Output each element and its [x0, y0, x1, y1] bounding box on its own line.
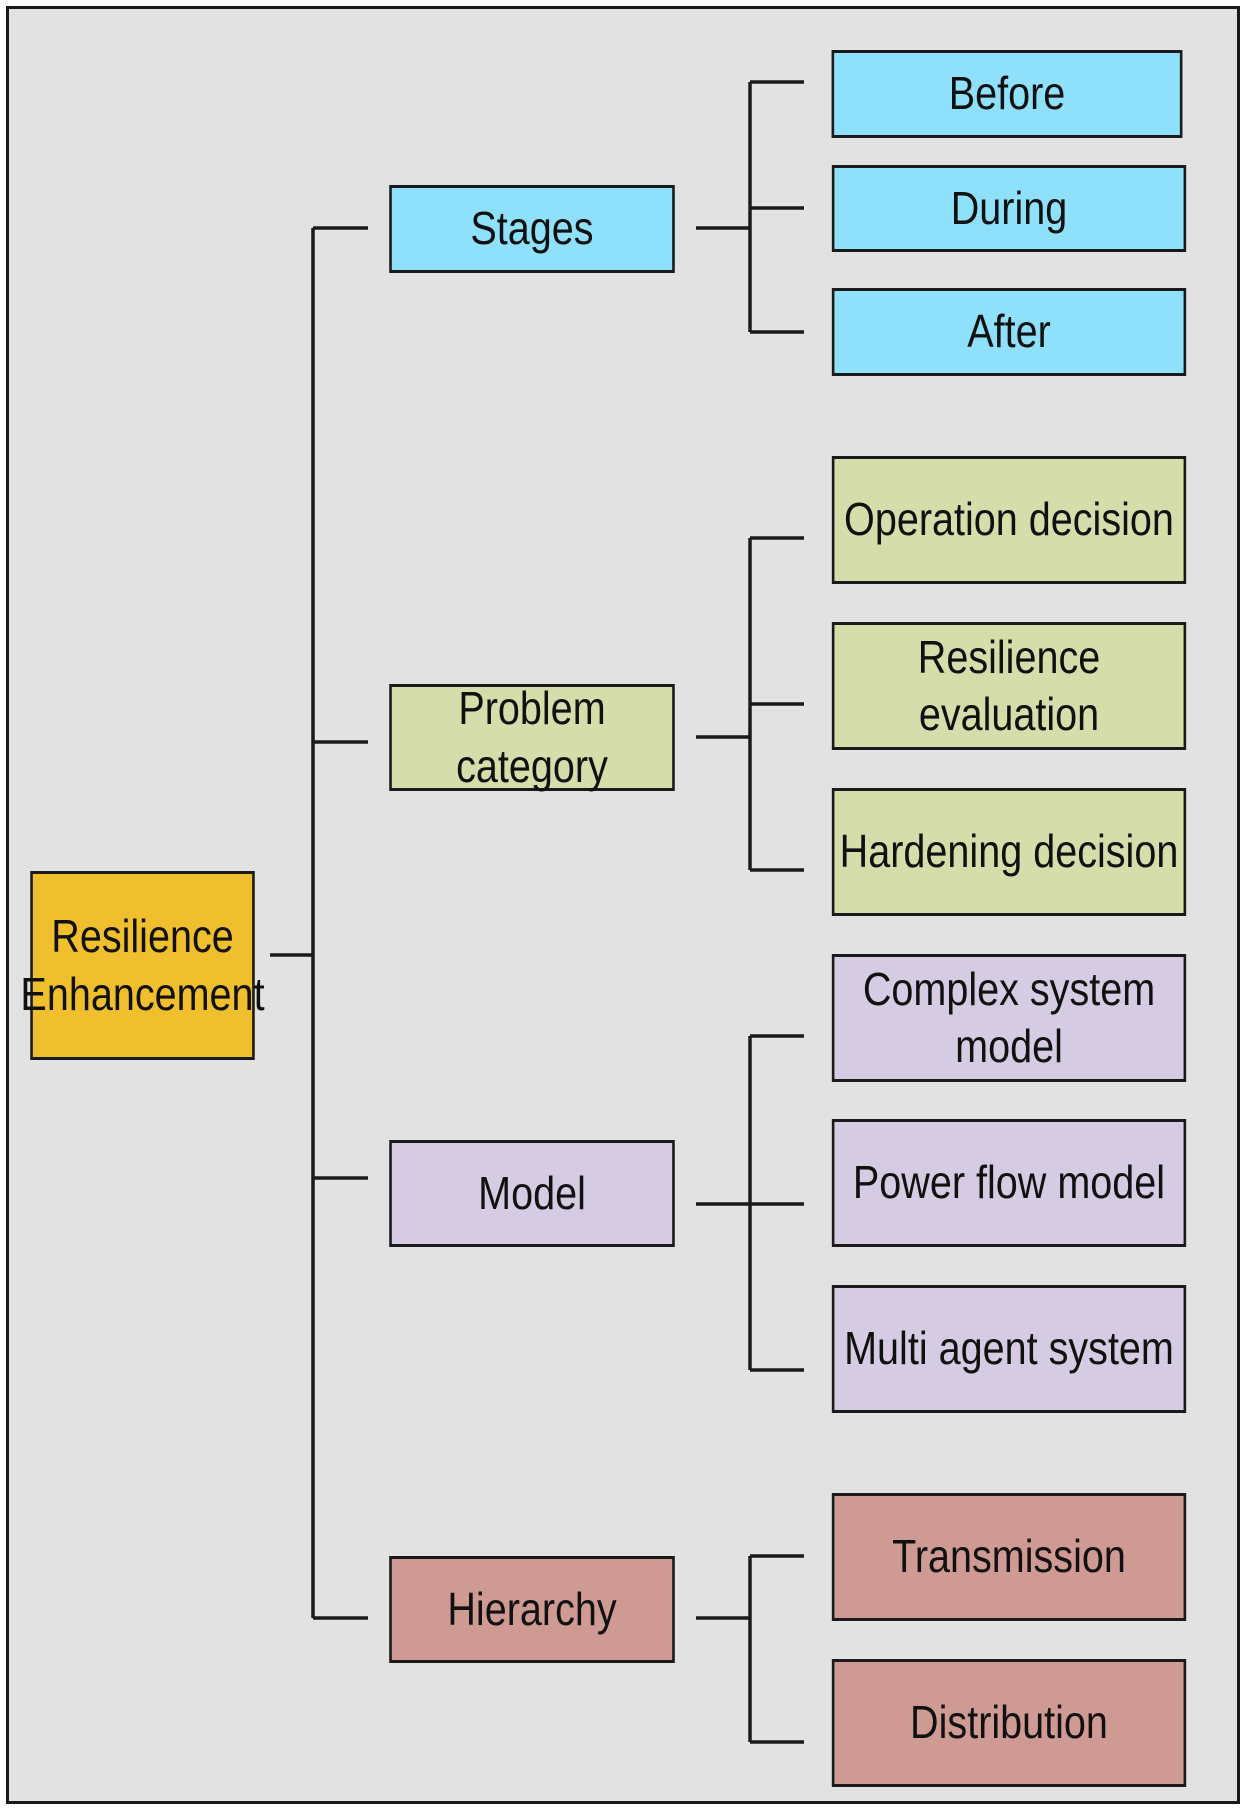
node-resilience-evaluation: Resilience evaluation	[831, 622, 1187, 750]
node-during-label: During	[950, 181, 1068, 234]
node-operation-decision-label: Operation decision	[844, 493, 1174, 546]
node-stages: Stages	[389, 185, 675, 273]
node-problem-category-label: Problem category	[456, 682, 608, 792]
node-hardening-decision: Hardening decision	[831, 788, 1187, 916]
node-after: After	[831, 288, 1187, 376]
node-before: Before	[831, 50, 1183, 138]
node-during: During	[831, 165, 1187, 252]
node-transmission-label: Transmission	[892, 1530, 1126, 1583]
node-power-flow-model-label: Power flow model	[852, 1156, 1166, 1209]
node-multi-agent-system: Multi agent system	[831, 1285, 1187, 1413]
node-after-label: After	[967, 305, 1051, 358]
node-multi-agent-system-label: Multi agent system	[844, 1322, 1174, 1375]
node-hierarchy-label: Hierarchy	[447, 1582, 617, 1635]
node-stages-label: Stages	[470, 202, 594, 255]
node-resilience-evaluation-label: Resilience evaluation	[917, 630, 1101, 741]
node-root: Resilience Enhancement	[20, 871, 265, 1060]
node-complex-system-model-label: Complex system model	[862, 962, 1156, 1073]
node-model: Model	[389, 1140, 675, 1247]
node-complex-system-model: Complex system model	[831, 954, 1187, 1082]
node-before-label: Before	[948, 67, 1066, 120]
node-distribution-label: Distribution	[910, 1696, 1108, 1749]
node-hierarchy: Hierarchy	[389, 1556, 675, 1663]
node-transmission: Transmission	[831, 1493, 1187, 1621]
node-hardening-decision-label: Hardening decision	[839, 825, 1179, 878]
node-model-label: Model	[478, 1166, 586, 1219]
node-root-label: Resilience Enhancement	[20, 910, 265, 1020]
node-operation-decision: Operation decision	[831, 456, 1187, 584]
node-distribution: Distribution	[831, 1659, 1187, 1787]
node-problem-category: Problem category	[389, 682, 675, 792]
node-power-flow-model: Power flow model	[831, 1119, 1187, 1247]
